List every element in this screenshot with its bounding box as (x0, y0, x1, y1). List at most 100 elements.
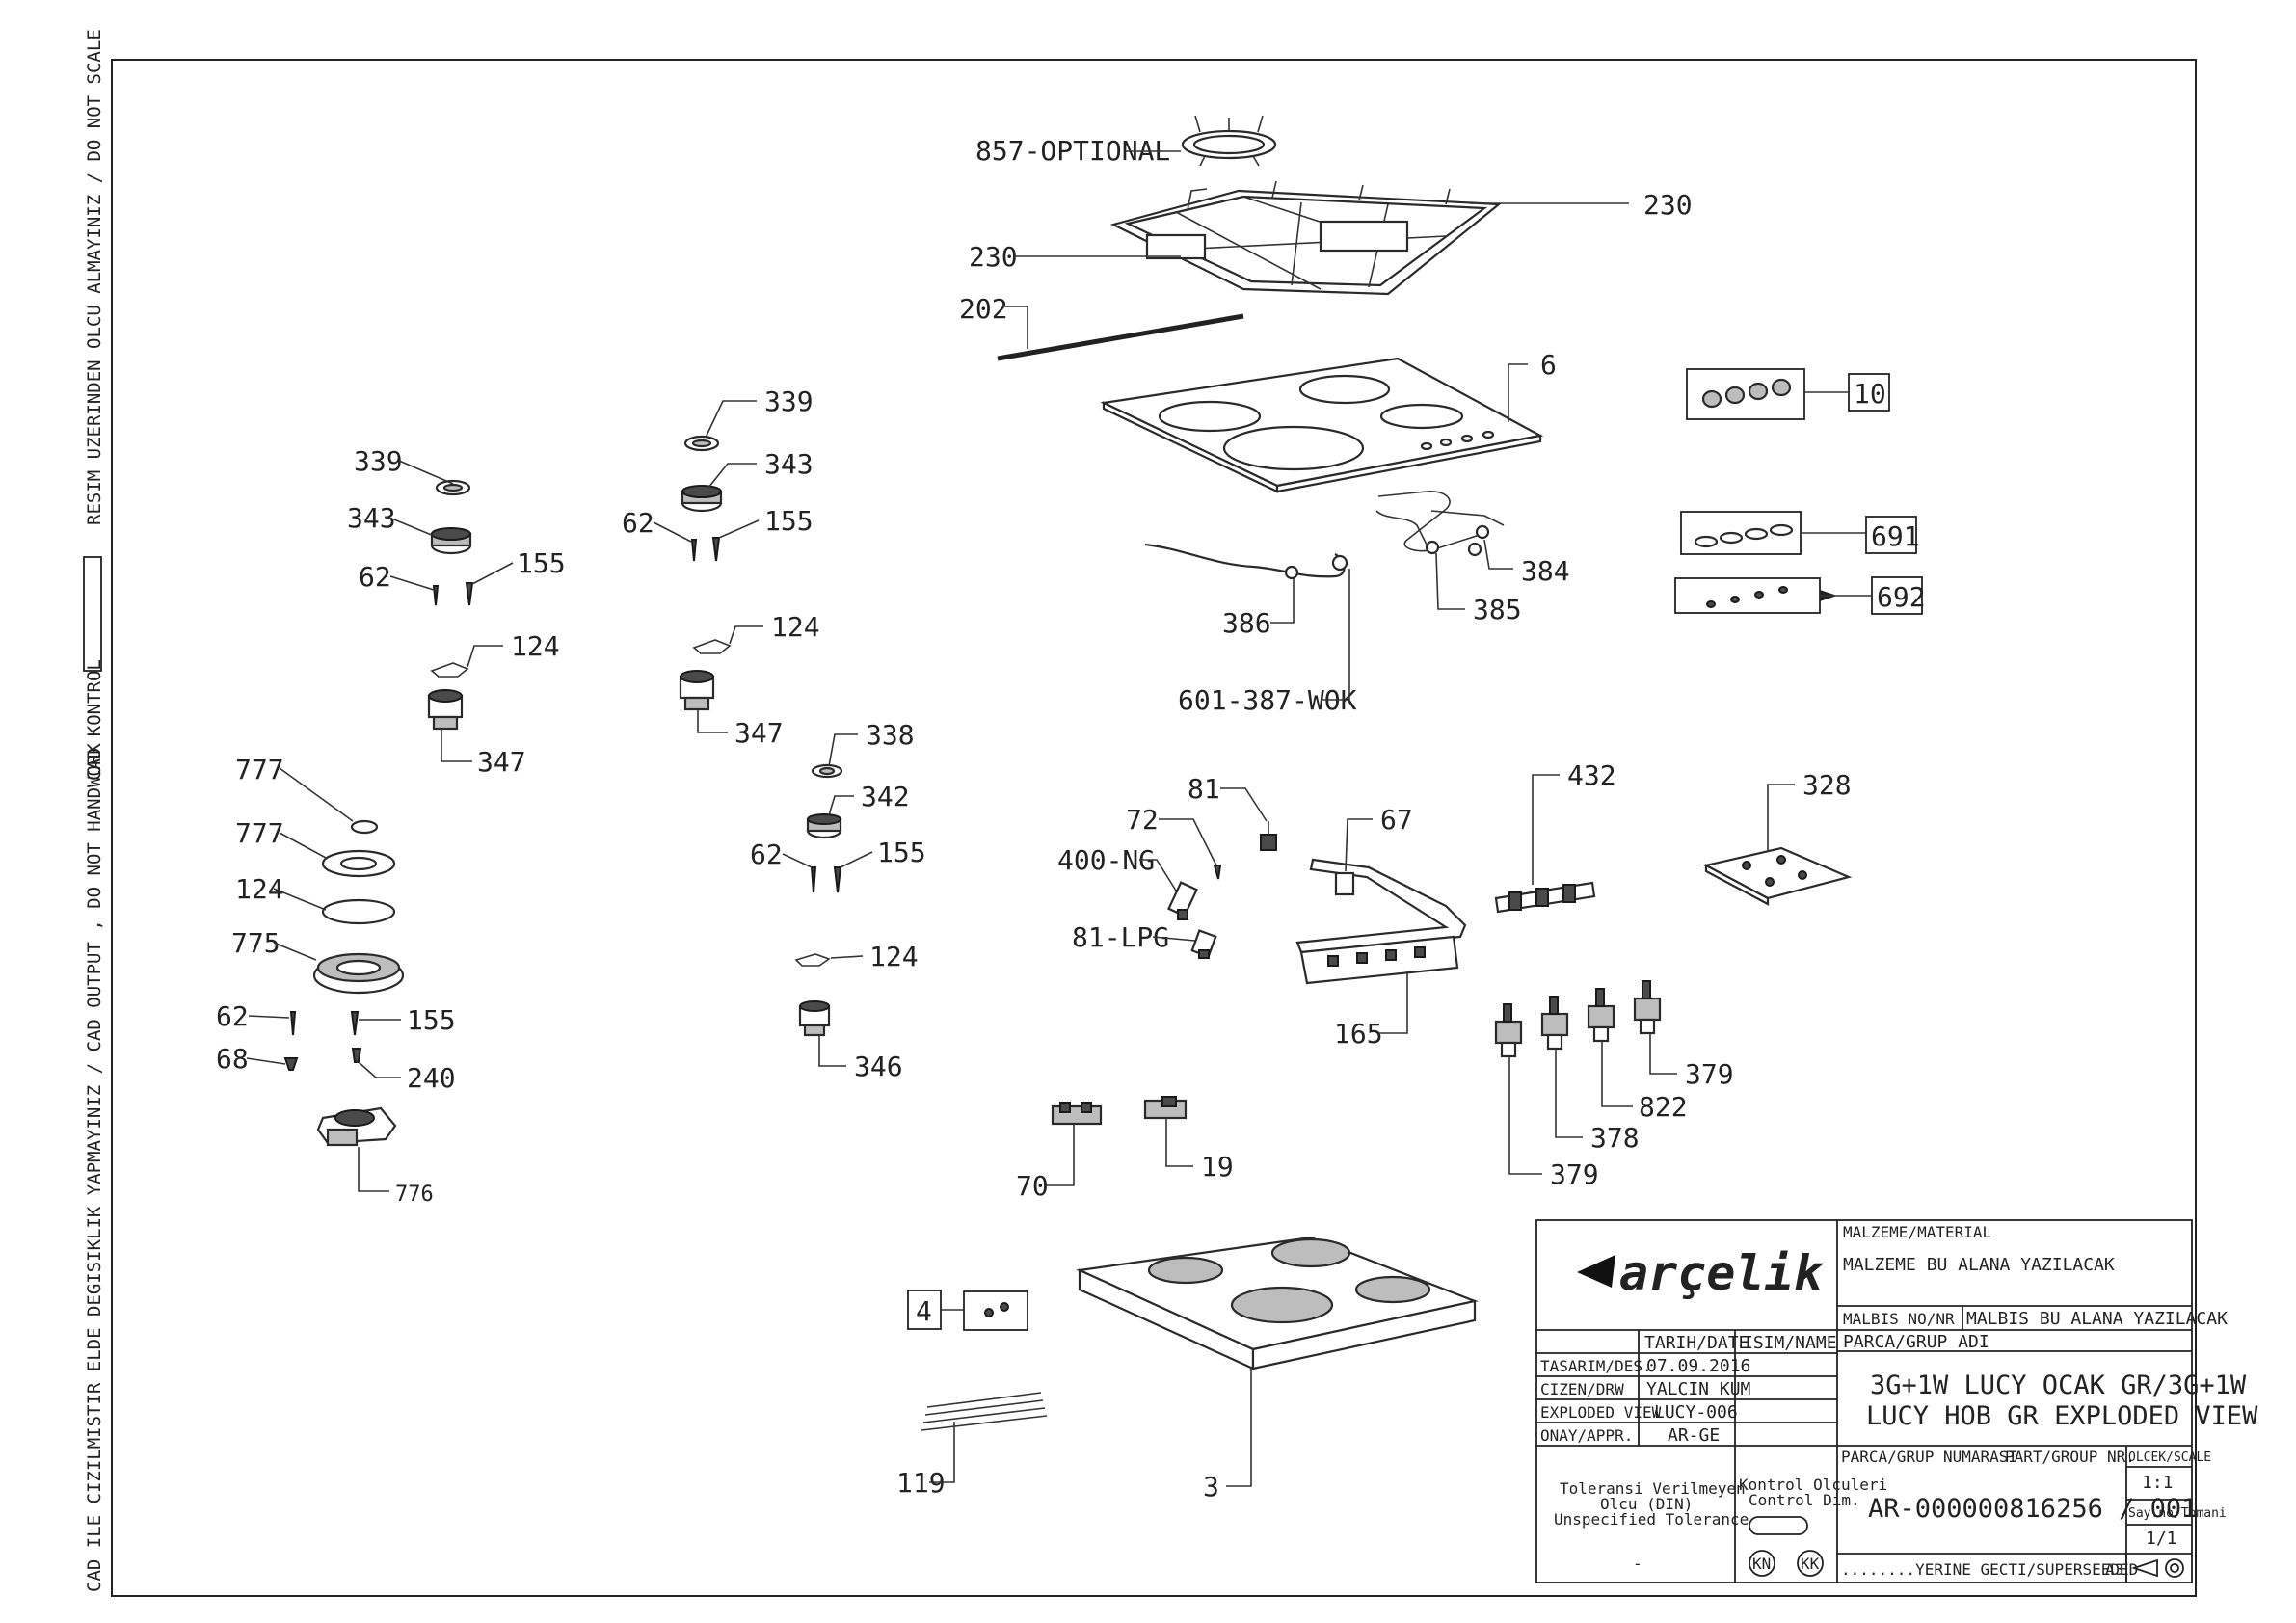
scale-value: 1:1 (2142, 1473, 2174, 1493)
control-dim-box (1749, 1516, 1808, 1535)
thermocouple-62-aux (810, 866, 817, 893)
burner-crown-343-left (430, 527, 472, 555)
label-62-mid: 62 (622, 507, 654, 539)
tolerance-line3: Unspecified Tolerance (1554, 1510, 1749, 1529)
hob-case-3 (1076, 1236, 1479, 1370)
drawing-frame (111, 59, 2197, 1597)
label-62-wok: 62 (216, 1000, 249, 1032)
control-line2: Control Dim. (1749, 1491, 1860, 1509)
pan-supports-230 (1109, 180, 1502, 296)
ignition-plug-155-mid (711, 537, 721, 562)
burner-body-346 (798, 1000, 831, 1037)
row-date-1: 07.09.2016 (1646, 1356, 1750, 1376)
clip-124-left (430, 662, 469, 678)
label-81: 81 (1188, 773, 1220, 805)
material-value: MALZEME BU ALANA YAZILACAK (1843, 1255, 2115, 1275)
valve-379-a (1494, 1003, 1523, 1058)
label-386: 386 (1222, 607, 1271, 639)
label-342: 342 (861, 781, 910, 812)
label-343-mid: 343 (764, 448, 814, 480)
row-role-4: ONAY/APPR. (1540, 1426, 1633, 1445)
label-378: 378 (1590, 1122, 1640, 1154)
group-name-line1: 3G+1W LUCY OCAK GR/3G+1W (1870, 1370, 2247, 1400)
valve-378 (1540, 996, 1569, 1051)
control-line1: Kontrol Olculeri (1739, 1476, 1887, 1494)
thermocouple-62-wok (289, 1011, 297, 1036)
gas-manifold-67 (1295, 858, 1467, 985)
superseded-text: ........YERINE GECTI/SUPERSEEDED (1841, 1560, 2138, 1579)
clip-124-aux (794, 953, 831, 967)
wok-ring-857 (1181, 115, 1277, 167)
title-block (1535, 1219, 2193, 1583)
gas-valves (1494, 980, 1662, 1058)
wok-seal-124 (321, 898, 396, 925)
part-number-label-en: PART/GROUP NR. (2005, 1448, 2135, 1466)
label-339-left: 339 (354, 445, 403, 477)
row-role-2: CIZEN/DRW (1540, 1380, 1624, 1398)
label-338: 338 (866, 719, 915, 751)
label-230-left: 230 (969, 241, 1018, 273)
scale-label: OLCEK/SCALE (2128, 1450, 2211, 1465)
side-note-middle: CAD KONTROL (84, 659, 105, 781)
row-date-3: LUCY-006 (1654, 1402, 1738, 1423)
label-62-left: 62 (359, 561, 391, 593)
side-note-bottom: CAD ILE CIZILMISTIR ELDE DEGISIKLIK YAPM… (84, 743, 105, 1592)
burner-crown-343-mid (681, 485, 723, 513)
plate-328 (1702, 846, 1853, 906)
brand-name: arçelik (1619, 1245, 1825, 1301)
label-400-ng: 400-NG (1057, 844, 1155, 876)
screw-68-wok (283, 1057, 299, 1071)
group-name-line2: LUCY HOB GR EXPLODED VIEW (1866, 1401, 2258, 1431)
cooktop-glass-6 (1100, 357, 1544, 493)
sheet-label: Say.no/Tomani (2128, 1506, 2227, 1521)
malbis-label: MALBIS NO/NR (1843, 1310, 1955, 1328)
label-777-b: 777 (235, 817, 284, 849)
tolerance-line1: Toleransi Verilmeyen (1560, 1479, 1746, 1498)
tolerance-dash: - (1633, 1555, 1642, 1573)
label-230-right: 230 (1643, 189, 1693, 221)
label-plate-4 (963, 1290, 1028, 1331)
wok-burner-body-776 (316, 1106, 397, 1147)
label-346: 346 (854, 1051, 903, 1082)
label-691: 691 (1871, 520, 1920, 552)
part-number: AR-000000816256 / 001 (1868, 1494, 2197, 1524)
injector-81-lpg (1190, 929, 1217, 959)
arcelik-logo: arçelik (1577, 1245, 1825, 1301)
burner-crown-342 (806, 813, 842, 839)
thermocouple-62-left (432, 585, 440, 606)
row-role-1: TASARIM/DES. (1540, 1357, 1652, 1375)
burner-cap-339-mid (683, 435, 720, 452)
sheet-value: 1/1 (2146, 1529, 2177, 1549)
wok-inner-cap-777 (350, 819, 379, 835)
label-6: 6 (1540, 349, 1557, 381)
label-68: 68 (216, 1043, 249, 1075)
ignition-plug-155-left (465, 582, 474, 606)
label-165: 165 (1334, 1018, 1383, 1050)
label-10: 10 (1854, 378, 1886, 410)
label-155-wok: 155 (407, 1004, 456, 1036)
label-202: 202 (959, 293, 1008, 325)
tolerance-line2: Olcu (DIN) (1600, 1495, 1693, 1513)
clip-124-mid (692, 639, 732, 654)
label-432: 432 (1567, 759, 1616, 791)
row-role-3: EXPLODED VIEW (1540, 1403, 1662, 1422)
ignition-plug-155-aux (833, 866, 842, 893)
label-72: 72 (1126, 804, 1159, 836)
wok-outer-cap-777 (321, 849, 396, 878)
label-124-left: 124 (511, 630, 560, 662)
valve-379-b (1633, 980, 1662, 1035)
part-number-label: PARCA/GRUP NUMARASI (1841, 1448, 2017, 1466)
label-343-left: 343 (347, 502, 396, 534)
injector-81 (1260, 821, 1277, 851)
thermocouple-62-mid (690, 539, 698, 562)
kn-text: KN (1752, 1555, 1771, 1573)
col-date-header: TARIH/DATE (1644, 1333, 1749, 1353)
label-3: 3 (1203, 1471, 1219, 1503)
kn-circle (1749, 1550, 1775, 1577)
label-70: 70 (1016, 1170, 1049, 1202)
label-347-left: 347 (477, 746, 526, 778)
burner-cap-339-left (435, 479, 471, 496)
ignition-switch-70 (1051, 1102, 1103, 1126)
label-67: 67 (1380, 804, 1413, 836)
